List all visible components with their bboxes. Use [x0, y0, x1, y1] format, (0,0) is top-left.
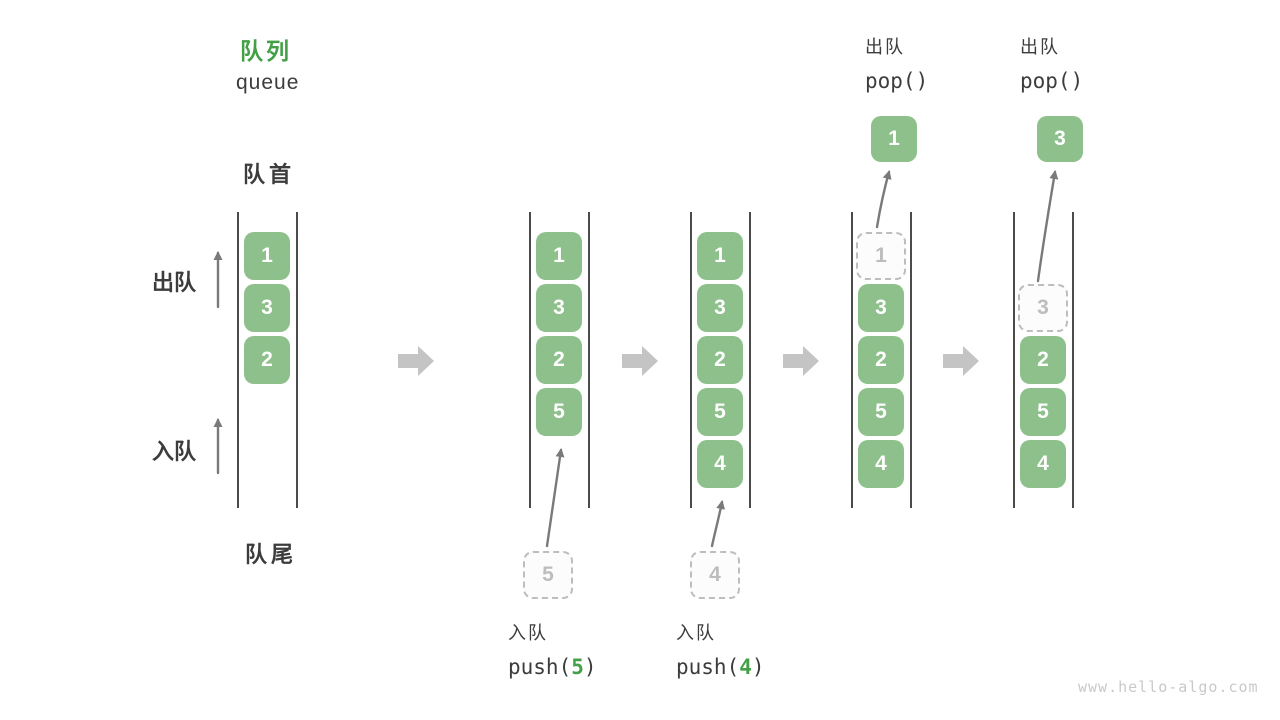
queue-cell: 2	[697, 336, 743, 384]
queue-cell: 5	[536, 388, 582, 436]
queue-wall-left	[529, 212, 531, 508]
queue-cell: 1	[697, 232, 743, 280]
queue-cell: 2	[536, 336, 582, 384]
queue-wall-left	[237, 212, 239, 508]
queue-slot-dashed: 3	[1018, 284, 1068, 332]
queue-slot-dashed: 1	[856, 232, 906, 280]
queue-wall-right	[1072, 212, 1074, 508]
queue-wall-left	[851, 212, 853, 508]
queue-wall-left	[1013, 212, 1015, 508]
incoming-box: 4	[690, 551, 740, 599]
queue-wall-right	[910, 212, 912, 508]
queue-cell: 5	[1020, 388, 1066, 436]
op-push-4: 入队 push(4)	[676, 619, 765, 679]
incoming-box: 5	[523, 551, 573, 599]
queue-front-label: 队首	[243, 162, 296, 187]
popped-box: 1	[871, 116, 917, 162]
dequeue-side-label: 出队	[152, 270, 197, 295]
queue-cell: 3	[244, 284, 290, 332]
op-push-5-label: 入队	[508, 623, 548, 643]
queue-cell: 1	[536, 232, 582, 280]
queue-cell: 4	[1020, 440, 1066, 488]
queue-cell: 5	[697, 388, 743, 436]
queue-cell: 3	[697, 284, 743, 332]
diagram-title-en: queue	[236, 71, 300, 94]
op-push-4-code: push(4)	[676, 655, 765, 679]
queue-cell: 2	[244, 336, 290, 384]
queue-wall-right	[296, 212, 298, 508]
op-push-4-label: 入队	[676, 623, 716, 643]
queue-cell: 1	[244, 232, 290, 280]
queue-cell: 5	[858, 388, 904, 436]
op-pop-2-code: pop()	[1020, 69, 1084, 93]
op-pop-1-code: pop()	[865, 69, 929, 93]
queue-cell: 3	[536, 284, 582, 332]
queue-cell: 4	[858, 440, 904, 488]
op-pop-1-label: 出队	[865, 37, 905, 57]
queue-wall-left	[690, 212, 692, 508]
op-pop-2-label: 出队	[1020, 37, 1060, 57]
watermark: www.hello-algo.com	[1078, 678, 1259, 696]
op-push-5: 入队 push(5)	[508, 619, 597, 679]
enqueue-side-label: 入队	[152, 439, 197, 464]
queue-cell: 4	[697, 440, 743, 488]
queue-wall-right	[588, 212, 590, 508]
diagram-title-zh: 队列	[240, 38, 292, 64]
queue-cell: 2	[1020, 336, 1066, 384]
popped-box: 3	[1037, 116, 1083, 162]
queue-wall-right	[749, 212, 751, 508]
queue-rear-label: 队尾	[245, 542, 298, 567]
op-push-5-code: push(5)	[508, 655, 597, 679]
op-pop-1: 出队 pop()	[865, 33, 928, 93]
queue-cell: 2	[858, 336, 904, 384]
op-pop-2: 出队 pop()	[1020, 33, 1083, 93]
queue-cell: 3	[858, 284, 904, 332]
